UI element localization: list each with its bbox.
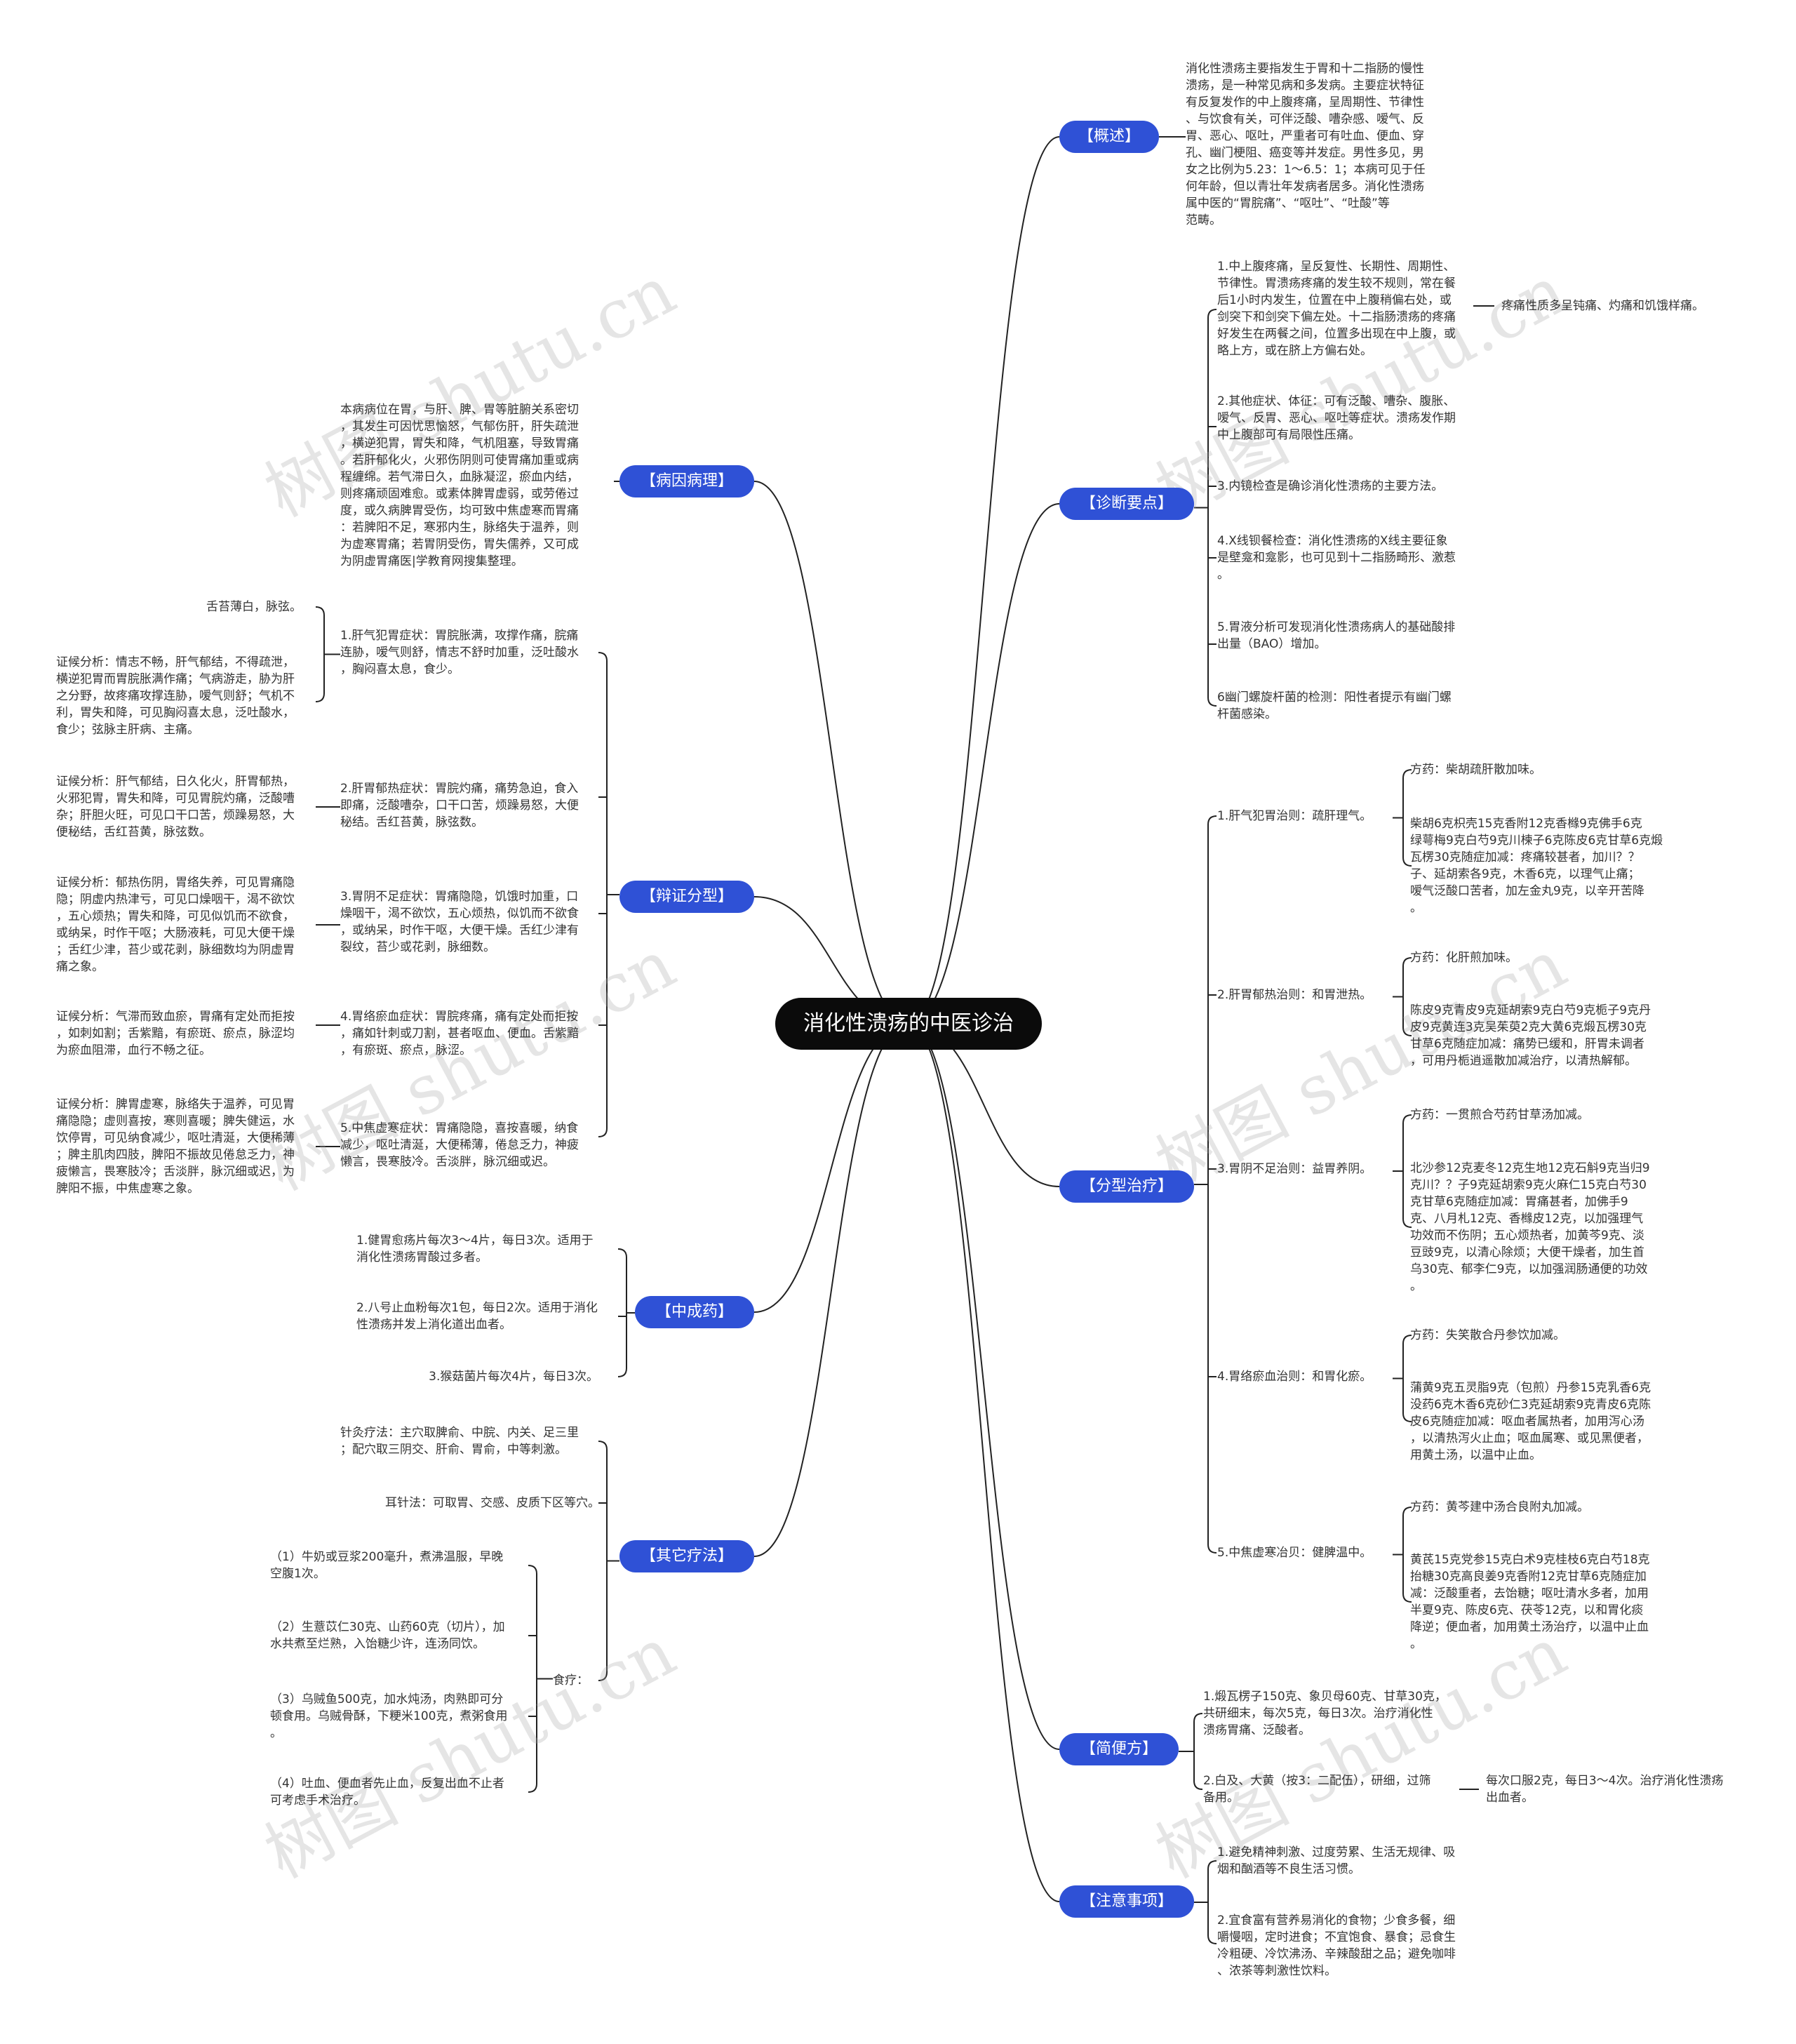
- zhenduan-item-1-sub: 疼痛性质多呈钝痛、灼痛和饥饿样痛。: [1501, 299, 1704, 313]
- zhongcheng-bracket: [617, 1248, 627, 1377]
- edge-bingyin: [753, 481, 909, 1024]
- category-gaishu[interactable]: 【概述】: [1059, 121, 1159, 153]
- edge-zhongcheng: [753, 1023, 909, 1313]
- jianbian-bracket: [1193, 1713, 1203, 1790]
- fenxing-item-1-fang: 方药：柴胡疏肝散加味。: [1410, 763, 1541, 777]
- jianbian-item-2-sub: 每次口服2克，每日3～4次。治疗消化性溃疡 出血者。: [1486, 1774, 1724, 1805]
- zhenduan-item-5: 5.胃液分析可发现消化性溃疡病人的基础酸排 出量（BAO）增加。: [1217, 620, 1456, 651]
- zhuyi-item-1: 1.避免精神刺激、过度劳累、生活无规律、吸 烟和酗酒等不良生活习惯。: [1217, 1845, 1456, 1876]
- bingyin-text: 本病病位在胃，与肝、脾、胃等脏腑关系密切 ，其发生可因忧思恼怒，气郁伤肝，肝失疏…: [340, 403, 579, 568]
- zhongcheng-item-2: 2.八号止血粉每次1包，每日2次。适用于消化 性溃疡并发上消化道出血者。: [356, 1301, 598, 1332]
- category-qita[interactable]: 【其它疗法】: [619, 1540, 754, 1572]
- qita-erzhen: 耳针法：可取胃、交感、皮质下区等穴。: [385, 1496, 600, 1510]
- category-fenxing[interactable]: 【分型治疗】: [1059, 1170, 1194, 1203]
- qita-shiliao-item-1: （1）牛奶或豆浆200毫升，煮沸温服，早晚 空腹1次。: [270, 1550, 504, 1581]
- zhenduan-item-1: 1.中上腹疼痛，呈反复性、长期性、周期性、 节律性。胃溃疡疼痛的发生较不规则，常…: [1217, 260, 1456, 358]
- zhenduan-item-4: 4.X线钡餐检查：消化性溃疡的X线主要征象 是壁龛和龛影，也可见到十二指肠畸形、…: [1217, 534, 1456, 582]
- category-zhenduan[interactable]: 【诊断要点】: [1059, 488, 1194, 520]
- edge-qita: [753, 1023, 909, 1557]
- qita-zhenjiu: 针灸疗法：主穴取脾俞、中脘、内关、足三里 ；配穴取三阴交、肝俞、胃俞，中等刺激。: [340, 1426, 579, 1457]
- category-bingyin[interactable]: 【病因病理】: [619, 465, 754, 497]
- qita-shiliao-item-2: （2）生薏苡仁30克、山药60克（切片），加 水共煮至烂熟，入饴糖少许，连汤同饮…: [270, 1620, 505, 1651]
- qita-shiliao-item-4: （4）吐血、便血者先止血，反复出血不止者 可考虑手术治疗。: [270, 1777, 504, 1808]
- fenxing-item-2-fang: 方药：化肝煎加味。: [1410, 951, 1517, 965]
- qita-bracket: [598, 1441, 608, 1681]
- fenxing-bracket: [1207, 815, 1217, 1554]
- bianzheng-item-2: 2.肝胃郁热症状：胃脘灼痛，痛势急迫，食入 即痛，泛酸嘈杂，口干口苦，烦躁易怒，…: [340, 782, 579, 829]
- bianzheng-sub-bracket-1: [315, 606, 325, 702]
- zhongcheng-item-3: 3.猴菇菌片每次4片，每日3次。: [429, 1370, 598, 1384]
- bianzheng-item-3-sub-1: 证候分析：郁热伤阴，胃络失养，可见胃痛隐 隐；阴虚内热津亏，可见口燥咽干，渴不欲…: [56, 876, 295, 974]
- qita-shiliao: 食疗：: [553, 1674, 589, 1688]
- fenxing-item-3-fang: 方药：一贯煎合芍药甘草汤加减。: [1410, 1108, 1589, 1122]
- fenxing-item-4-detail: 蒲黄9克五灵脂9克（包煎）丹参15克乳香6克 没药6克木香6克砂仁3克延胡索9克…: [1410, 1381, 1651, 1462]
- fenxing-item-4-fang: 方药：失笑散合丹参饮加减。: [1410, 1328, 1565, 1342]
- zhenduan-item-3: 3.内镜检查是确诊消化性溃疡的主要方法。: [1217, 479, 1444, 493]
- jianbian-item-2: 2.白及、大黄（按3：二配伍），研细，过筛 备用。: [1203, 1774, 1431, 1805]
- zhongcheng-item-1: 1.健胃愈疡片每次3～4片，每日3次。适用于 消化性溃疡胃酸过多者。: [356, 1234, 594, 1264]
- category-bianzheng[interactable]: 【辩证分型】: [619, 881, 754, 913]
- fenxing-item-5-detail: 黄芪15克党参15克白术9克桂枝6克白芍18克 抬糖30克高良姜9克香附12克甘…: [1410, 1553, 1650, 1651]
- fenxing-item-2: 2.肝胃郁热治则：和胃泄热。: [1217, 988, 1372, 1002]
- bianzheng-item-1: 1.肝气犯胃症状：胃脘胀满，攻撑作痛，脘痛 连胁，嗳气则舒，情志不舒时加重，泛吐…: [340, 629, 579, 676]
- fenxing-item-1-detail: 柴胡6克枳壳15克香附12克香橼9克佛手6克 绿萼梅9克白芍9克川楝子6克陈皮6…: [1410, 817, 1663, 915]
- jianbian-item-1: 1.煅瓦楞子150克、象贝母60克、甘草30克， 共研细末，每次5克，每日3次。…: [1203, 1690, 1447, 1737]
- zhenduan-bracket: [1207, 309, 1217, 707]
- shiliao-bracket: [528, 1565, 537, 1793]
- fenxing-item-3: 3.胃阴不足治则：益胃养阴。: [1217, 1162, 1372, 1176]
- fenxing-item-1: 1.肝气犯胃治则：疏肝理气。: [1217, 809, 1372, 823]
- edge-jianbian: [908, 1023, 1060, 1750]
- qita-shiliao-item-3: （3）乌贼鱼500克，加水炖汤，肉熟即可分 顿食用。乌贼骨酥，下粳米100克，煮…: [270, 1692, 508, 1740]
- gaishu-text: 消化性溃疡主要指发生于胃和十二指肠的慢性 溃疡，是一种常见病和多发病。主要症状特…: [1186, 62, 1426, 227]
- fenxing-item-3-detail: 北沙参12克麦冬12克生地12克石斛9克当归9 克川？？子9克延胡索9克火麻仁1…: [1410, 1161, 1650, 1293]
- fenxing-item-5-fang: 方药：黄芩建中汤合良附丸加减。: [1410, 1500, 1589, 1514]
- fenxing-item-2-detail: 陈皮9克青皮9克延胡索9克白芍9克栀子9克丹 皮9克黄连3克吴茱萸2克大黄6克煅…: [1410, 1003, 1651, 1068]
- edge-gaishu: [908, 136, 1060, 1024]
- bianzheng-item-4-sub-1: 证候分析：气滞而致血瘀，胃痛有定处而拒按 ，如刺如割；舌紫黯，有瘀斑、瘀点，脉涩…: [56, 1010, 295, 1057]
- bianzheng-item-1-sub-1: 舌苔薄白，脉弦。: [206, 600, 302, 614]
- edge-zhenduan: [908, 503, 1060, 1024]
- bianzheng-item-2-sub-1: 证候分析：肝气郁结，日久化火，肝胃郁热， 火邪犯胃，胃失和降，可见胃脘灼痛，泛酸…: [56, 775, 295, 839]
- zhuyi-bracket: [1207, 1860, 1217, 1944]
- bianzheng-item-4: 4.胃络瘀血症状：胃脘疼痛，痛有定处而拒按 ，痛如针刺或刀割，甚者呕血、便血。舌…: [340, 1010, 579, 1057]
- zhenduan-item-6: 6幽门螺旋杆菌的检测：阳性者提示有幽门螺 杆菌感染。: [1217, 690, 1452, 721]
- bianzheng-item-5-sub-1: 证候分析：脾胃虚寒，脉络失于温养，可见胃 痛隐隐；虚则喜按，寒则喜暖；脾失健运，…: [56, 1097, 295, 1196]
- zhuyi-item-2: 2.宜食富有营养易消化的食物；少食多餐，细 嚼慢咽，定时进食；不宜饱食、暴食；忌…: [1217, 1913, 1456, 1978]
- root-node[interactable]: 消化性溃疡的中医诊治: [775, 998, 1042, 1050]
- bianzheng-item-5: 5.中焦虚寒症状：胃痛隐隐，喜按喜暖，纳食 减少，呕吐清涎，大便稀薄，倦怠乏力，…: [340, 1121, 579, 1169]
- fenxing-item-5: 5.中焦虚寒冶贝：健脾温中。: [1217, 1546, 1372, 1560]
- bianzheng-item-3: 3.胃阴不足症状：胃痛隐隐，饥饿时加重，口 燥咽干，渴不欲饮，五心烦热，似饥而不…: [340, 890, 579, 954]
- category-zhongcheng[interactable]: 【中成药】: [635, 1296, 754, 1328]
- fenxing-item-4: 4.胃络瘀血治则：和胃化瘀。: [1217, 1370, 1372, 1384]
- category-jianbian[interactable]: 【简便方】: [1059, 1733, 1179, 1765]
- bianzheng-item-1-sub-2: 证候分析：情志不畅，肝气郁结，不得疏泄， 横逆犯胃而胃脘胀满作痛；气病游走，胁为…: [56, 655, 295, 737]
- category-zhuyi[interactable]: 【注意事项】: [1059, 1885, 1194, 1918]
- zhenduan-item-2: 2.其他症状、体征：可有泛酸、嘈杂、腹胀、 嗳气、反胃、恶心、呕吐等症状。溃疡发…: [1217, 394, 1456, 442]
- edge-zhuyi: [908, 1023, 1060, 1902]
